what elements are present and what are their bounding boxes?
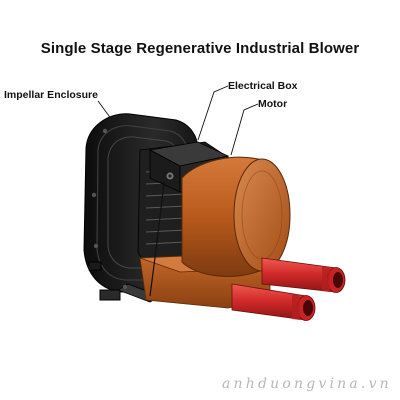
- power-cable: [149, 181, 165, 297]
- diagram-title: Single Stage Regenerative Industrial Blo…: [40, 40, 360, 57]
- callout-electrical-box: Electrical Box: [228, 80, 298, 92]
- leader-electrical-box: [197, 85, 229, 141]
- callout-motor: Motor: [258, 98, 288, 110]
- callout-impellar-enclosure: Impellar Enclosure: [4, 89, 98, 101]
- watermark-text: anhduongvina.vn: [222, 376, 392, 392]
- outlet-pipe-upper: [261, 257, 346, 293]
- motor-housing-shape: [181, 156, 291, 277]
- leader-motor: [230, 103, 259, 156]
- outlet-pipe-lower: [231, 283, 316, 321]
